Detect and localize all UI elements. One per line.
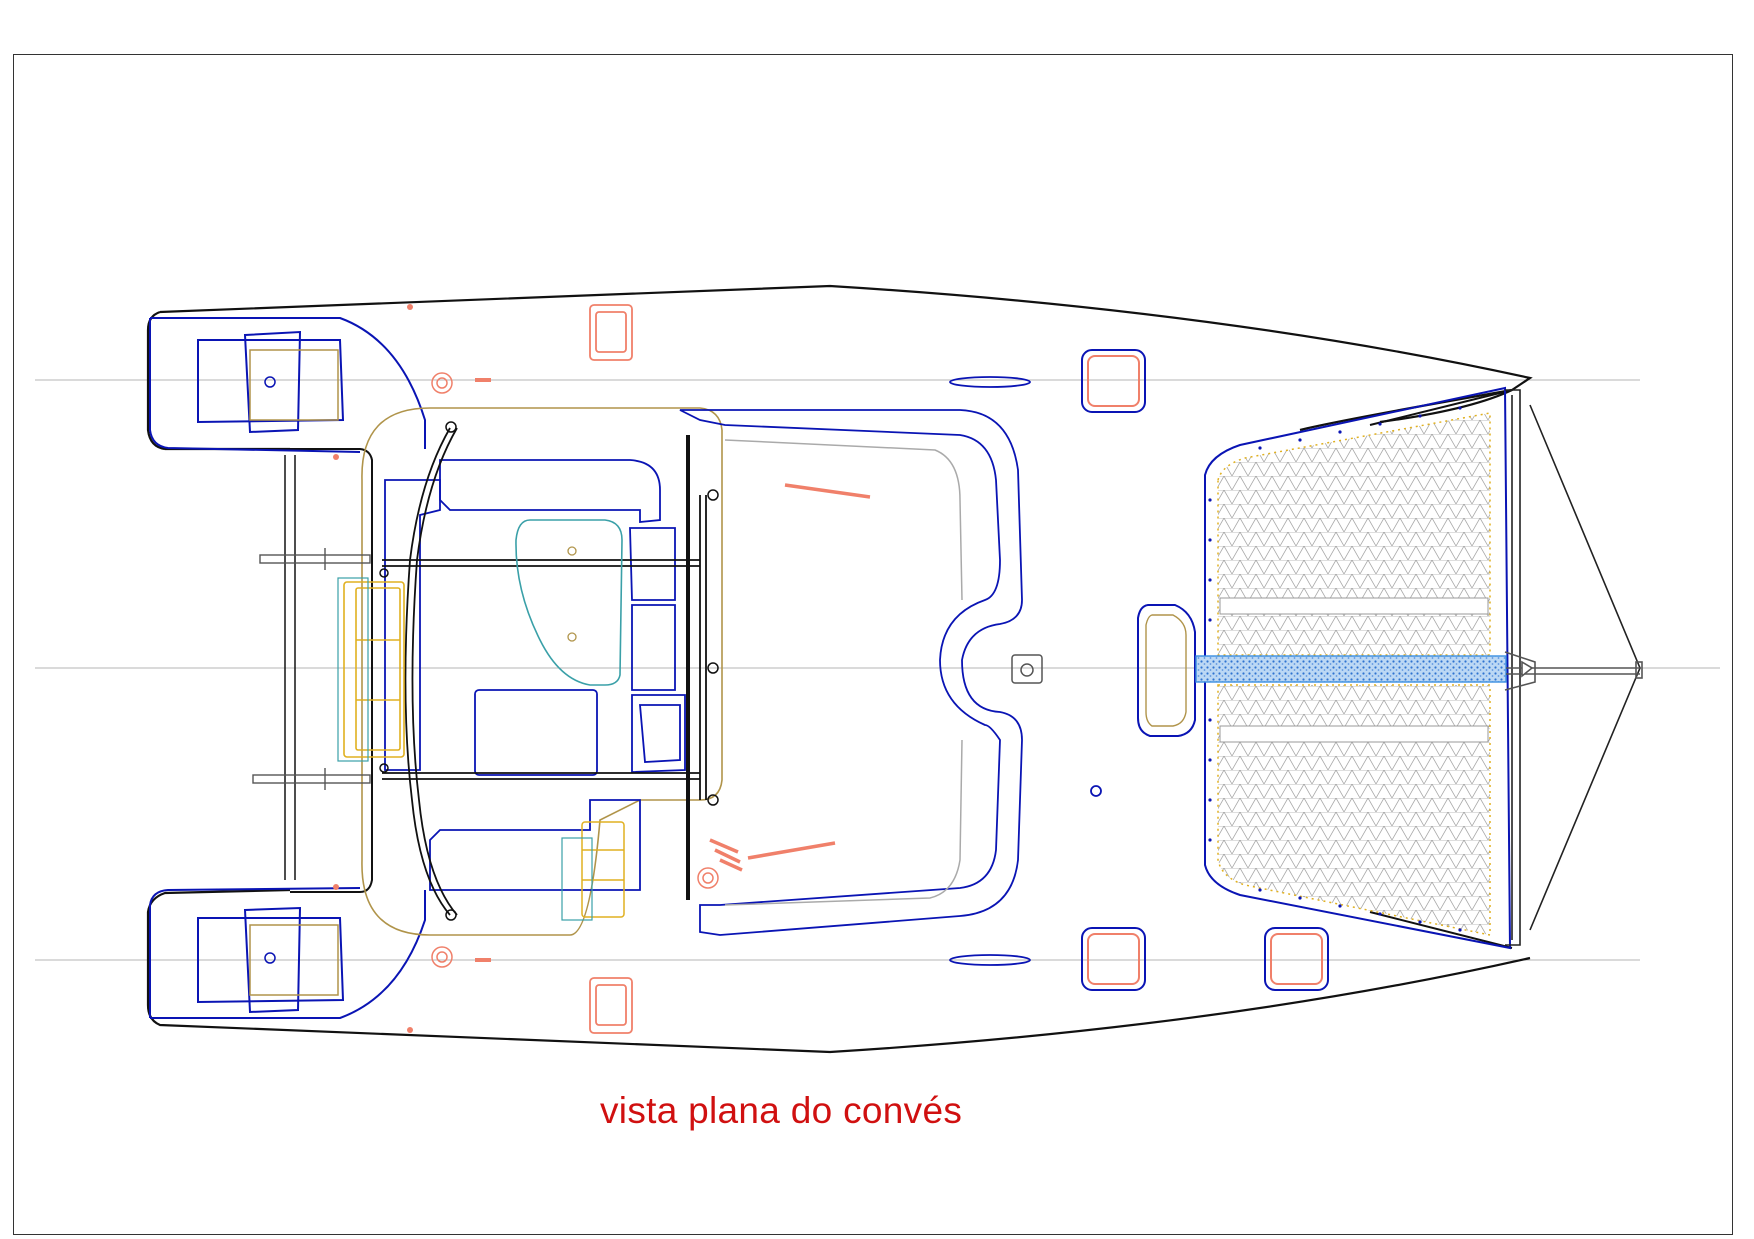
- starboard-aft-steps: [149, 887, 426, 1019]
- drawing-caption: vista plana do convés: [600, 1090, 963, 1131]
- aft-crossbeam: [284, 455, 296, 880]
- winches: [431, 372, 719, 968]
- cabin-top-line: [724, 439, 963, 906]
- trampoline-outline: [1204, 386, 1512, 950]
- aft-ladder-frame: [337, 577, 369, 762]
- outboard-posts: [252, 548, 371, 790]
- center-beam: [1195, 655, 1507, 683]
- side-ladder: [581, 821, 625, 918]
- aft-ladder: [343, 581, 405, 758]
- deck-fittings: [333, 304, 491, 1033]
- cabin-vents: [949, 376, 1031, 966]
- port-step-hatch: [249, 349, 339, 421]
- bowsprit: [1504, 651, 1643, 691]
- handrails: [382, 427, 707, 916]
- drawing-border: [13, 54, 1733, 1235]
- starboard-step-hatch: [249, 924, 339, 996]
- hatch-stbd-aft: [589, 977, 633, 1034]
- cockpit-table: [515, 519, 623, 686]
- inner-hull-edge: [290, 389, 1513, 949]
- clutches: [709, 483, 871, 872]
- handrail-fittings: [379, 421, 719, 921]
- trampoline-starboard: [1217, 684, 1491, 936]
- hatches: [589, 304, 633, 1034]
- hatch-port-aft: [589, 304, 633, 361]
- mast-base: [1011, 654, 1043, 684]
- cockpit-outline: [361, 407, 723, 936]
- fwd-nacelle-hatch: [1137, 604, 1196, 737]
- fwd-hatches: [1081, 349, 1329, 991]
- cockpit-seating: [384, 409, 1023, 936]
- hull-outline: [146, 284, 1533, 1054]
- deck-fitting-blue: [1090, 785, 1102, 797]
- trampoline-bands: [1219, 597, 1489, 743]
- port-aft-steps: [149, 317, 426, 453]
- trampoline-lacing: [1208, 406, 1462, 932]
- trampoline-port: [1217, 412, 1491, 656]
- side-ladder-frame: [561, 837, 593, 921]
